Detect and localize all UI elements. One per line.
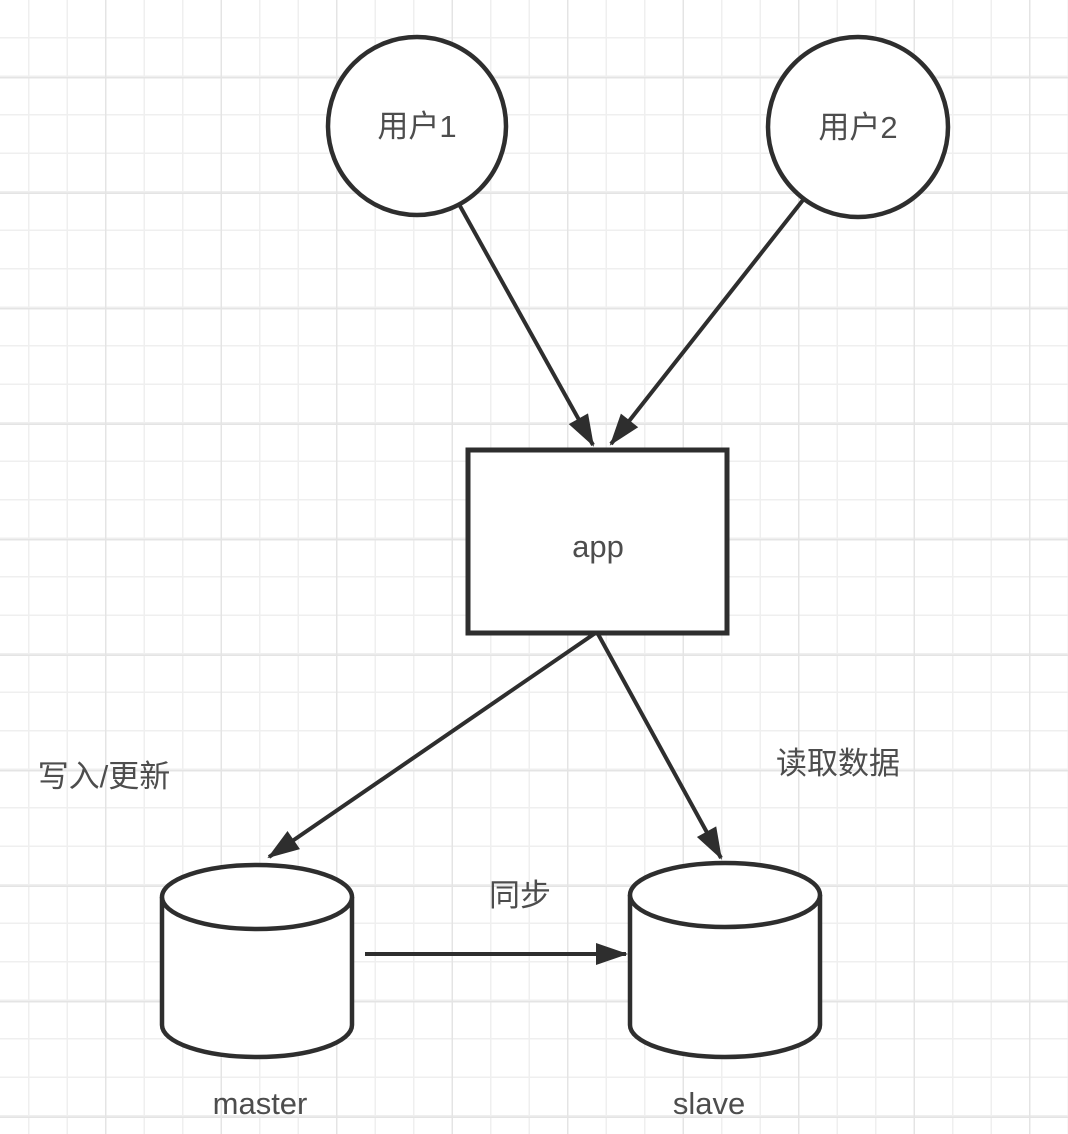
edge-label-write-update: 写入/更新 [37, 758, 171, 794]
slave-cylinder-body [627, 895, 823, 1060]
edge-label-read-data: 读取数据 [776, 745, 900, 781]
edge-user1-to-app [458, 205, 595, 447]
edge-master-sync-to-slave [596, 633, 723, 860]
edge-app-to-master [267, 632, 596, 859]
slave-cylinder-top [627, 860, 823, 930]
app-label: app [572, 528, 624, 564]
user2-label: 用户2 [818, 109, 898, 145]
user1-circle [325, 34, 509, 218]
master-cylinder-top [159, 862, 355, 932]
user2-circle [765, 34, 951, 220]
master-cylinder-body [159, 897, 355, 1060]
slave-label: slave [672, 1085, 746, 1121]
master-label: master [212, 1085, 308, 1121]
user1-label: 用户1 [377, 108, 457, 144]
edge-label-sync: 同步 [489, 877, 551, 913]
edge-user2-to-app [609, 198, 805, 446]
slave-cylinder [627, 860, 823, 1060]
master-cylinder [159, 862, 355, 1060]
app-box [465, 447, 730, 636]
